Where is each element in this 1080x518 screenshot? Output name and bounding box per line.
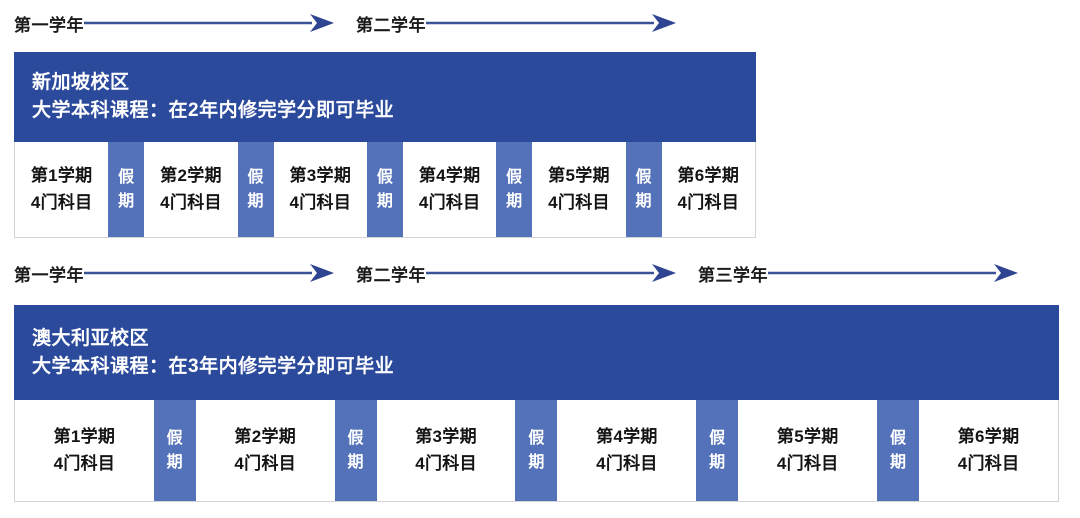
campus-name: 澳大利亚校区 bbox=[32, 327, 150, 349]
timeline-arrow-icon bbox=[84, 263, 334, 283]
vacation-cell: 假 期 bbox=[515, 400, 558, 501]
timeline-singapore: 第一学年 第二学年 bbox=[14, 8, 774, 38]
vacation-label-char-1: 假 bbox=[709, 430, 726, 448]
vacation-cell: 假 期 bbox=[108, 142, 145, 237]
semester-cell: 第6学期 4门科目 bbox=[919, 400, 1058, 501]
vacation-label-char-2: 期 bbox=[347, 453, 364, 471]
vacation-cell: 假 期 bbox=[334, 400, 377, 501]
semester-name: 第5学期 bbox=[548, 166, 610, 186]
vacation-label-char-2: 期 bbox=[118, 192, 135, 210]
timeline-arrow-icon bbox=[84, 13, 334, 33]
semester-subjects: 4门科目 bbox=[677, 192, 740, 212]
campus-header-australia: 澳大利亚校区 大学本科课程：在3年内修完学分即可毕业 bbox=[14, 305, 1059, 400]
vacation-cell: 假 期 bbox=[625, 142, 662, 237]
vacation-label-char-1: 假 bbox=[376, 169, 394, 187]
vacation-label-char-1: 假 bbox=[528, 430, 545, 448]
year-label-2: 第二学年 bbox=[356, 15, 426, 35]
semester-strip-singapore: 第1学期 4门科目 假 期 第2学期 4门科目 假 期 第3学期 4门科目 假 … bbox=[14, 142, 756, 238]
vacation-label-char-2: 期 bbox=[376, 192, 394, 210]
semester-subjects: 4门科目 bbox=[160, 192, 222, 212]
semester-subjects: 4门科目 bbox=[957, 453, 1020, 473]
semester-cell: 第3学期 4门科目 bbox=[273, 142, 367, 237]
year-label-1: 第一学年 bbox=[14, 15, 84, 35]
vacation-label-char-2: 期 bbox=[528, 453, 545, 471]
vacation-label-char-1: 假 bbox=[635, 169, 652, 187]
campus-name: 新加坡校区 bbox=[32, 72, 130, 94]
vacation-cell: 假 期 bbox=[237, 142, 274, 237]
timeline-australia: 第一学年 第二学年 第三学年 bbox=[14, 258, 1074, 288]
semester-cell: 第5学期 4门科目 bbox=[738, 400, 878, 501]
vacation-cell: 假 期 bbox=[696, 400, 739, 501]
semester-cell: 第4学期 4门科目 bbox=[402, 142, 497, 237]
semester-name: 第3学期 bbox=[415, 427, 477, 447]
semester-subjects: 4门科目 bbox=[53, 453, 116, 473]
semester-name: 第2学期 bbox=[234, 427, 297, 447]
semester-subjects: 4门科目 bbox=[596, 453, 658, 473]
semester-cell: 第6学期 4门科目 bbox=[661, 142, 755, 237]
semester-name: 第6学期 bbox=[677, 166, 740, 186]
semester-subjects: 4门科目 bbox=[234, 453, 297, 473]
vacation-label-char-1: 假 bbox=[889, 430, 907, 448]
vacation-label-char-2: 期 bbox=[166, 453, 183, 471]
campus-header-singapore: 新加坡校区 大学本科课程：在2年内修完学分即可毕业 bbox=[14, 52, 756, 142]
semester-name: 第1学期 bbox=[53, 427, 116, 447]
vacation-cell: 假 期 bbox=[153, 400, 196, 501]
semester-cell: 第5学期 4门科目 bbox=[532, 142, 626, 237]
campus-description: 大学本科课程：在2年内修完学分即可毕业 bbox=[32, 100, 395, 121]
timeline-arrow-icon bbox=[426, 263, 676, 283]
vacation-label-char-1: 假 bbox=[506, 169, 523, 187]
timeline-arrow-icon bbox=[426, 13, 676, 33]
semester-subjects: 4门科目 bbox=[776, 453, 839, 473]
campus-description: 大学本科课程：在3年内修完学分即可毕业 bbox=[32, 355, 395, 377]
vacation-cell: 假 期 bbox=[496, 142, 533, 237]
semester-cell: 第2学期 4门科目 bbox=[195, 400, 335, 501]
vacation-label-char-1: 假 bbox=[347, 430, 364, 448]
vacation-cell: 假 期 bbox=[366, 142, 403, 237]
vacation-label-char-2: 期 bbox=[506, 192, 523, 210]
semester-cell: 第3学期 4门科目 bbox=[376, 400, 516, 501]
year-label-1: 第一学年 bbox=[14, 265, 84, 285]
semester-name: 第4学期 bbox=[596, 427, 658, 447]
vacation-label-char-2: 期 bbox=[247, 192, 264, 210]
semester-cell: 第2学期 4门科目 bbox=[144, 142, 238, 237]
year-label-2: 第二学年 bbox=[356, 265, 426, 285]
semester-cell: 第1学期 4门科目 bbox=[15, 142, 109, 237]
semester-name: 第1学期 bbox=[30, 166, 93, 186]
vacation-label-char-1: 假 bbox=[247, 169, 264, 187]
vacation-label-char-2: 期 bbox=[709, 453, 726, 471]
semester-name: 第4学期 bbox=[418, 166, 481, 186]
semester-subjects: 4门科目 bbox=[30, 192, 93, 212]
year-label-3: 第三学年 bbox=[698, 265, 768, 285]
vacation-label-char-2: 期 bbox=[889, 453, 907, 471]
semester-subjects: 4门科目 bbox=[548, 192, 610, 212]
timeline-arrow-icon bbox=[768, 263, 1018, 283]
vacation-label-char-2: 期 bbox=[635, 192, 652, 210]
semester-name: 第3学期 bbox=[289, 166, 352, 186]
semester-cell: 第1学期 4门科目 bbox=[15, 400, 154, 501]
semester-cell: 第4学期 4门科目 bbox=[557, 400, 697, 501]
vacation-label-char-1: 假 bbox=[118, 169, 135, 187]
semester-name: 第6学期 bbox=[957, 427, 1020, 447]
semester-subjects: 4门科目 bbox=[415, 453, 477, 473]
semester-subjects: 4门科目 bbox=[289, 192, 352, 212]
semester-subjects: 4门科目 bbox=[418, 192, 481, 212]
vacation-label-char-1: 假 bbox=[166, 430, 183, 448]
vacation-cell: 假 期 bbox=[877, 400, 920, 501]
semester-name: 第2学期 bbox=[160, 166, 222, 186]
semester-strip-australia: 第1学期 4门科目 假 期 第2学期 4门科目 假 期 第3学期 4门科目 假 … bbox=[14, 400, 1059, 502]
semester-name: 第5学期 bbox=[776, 427, 839, 447]
